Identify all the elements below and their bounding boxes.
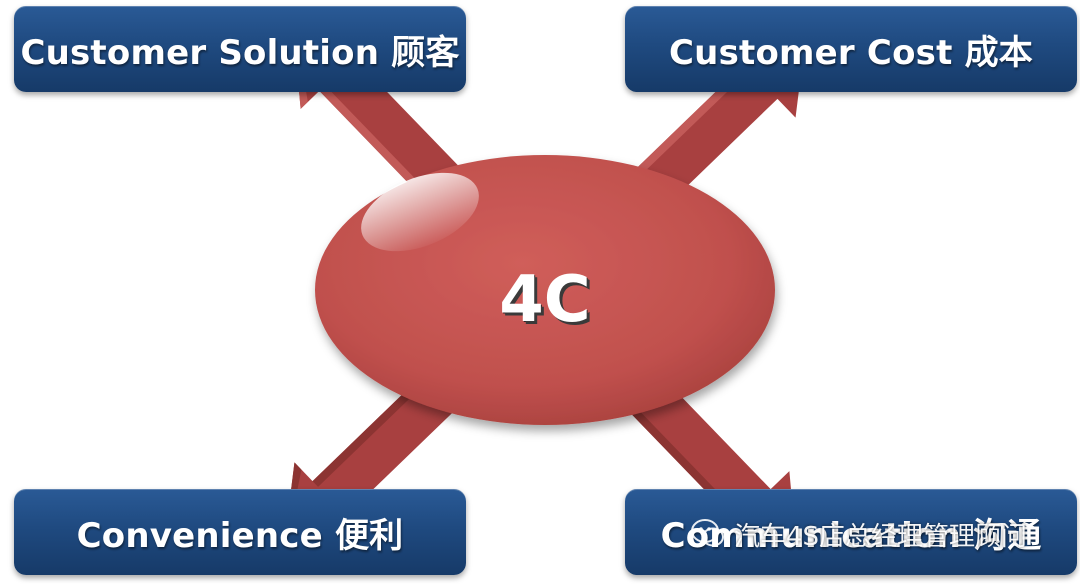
center-label-4c: 4C bbox=[499, 263, 591, 337]
watermark-text: 汽车4S店总经理管理顾问 bbox=[734, 521, 1028, 552]
box-customer-solution: Customer Solution 顾客 bbox=[14, 6, 466, 92]
box-customer-cost: Customer Cost 成本 bbox=[625, 6, 1077, 92]
center-ellipse bbox=[315, 155, 775, 425]
wechat-icon bbox=[691, 519, 724, 547]
watermark: 汽车4S店总经理管理顾问 bbox=[690, 512, 1027, 556]
box-convenience: Convenience 便利 bbox=[14, 489, 466, 575]
box-communication: Communication 沟通 bbox=[625, 489, 1077, 575]
